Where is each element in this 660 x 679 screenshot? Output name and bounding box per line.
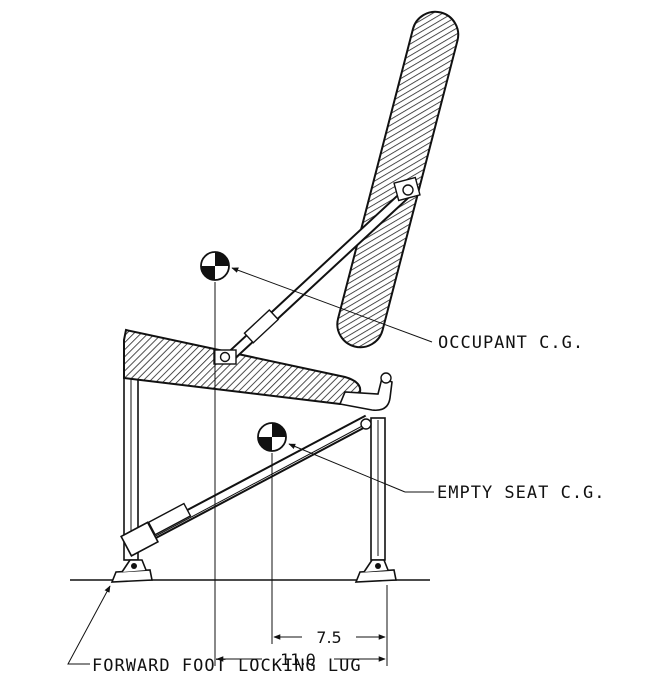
back-support-strut	[213, 176, 421, 365]
empty-seat-cg-label: EMPTY SEAT C.G.	[437, 483, 606, 503]
forward-foot-lug	[110, 559, 153, 583]
occupant-cg-label: OCCUPANT C.G.	[438, 333, 584, 353]
occupant-cg-leader	[231, 267, 433, 343]
seat-back	[336, 10, 460, 349]
forward-foot-lug-leader	[67, 585, 111, 665]
diagonal-brace	[120, 414, 372, 557]
rear-leg	[370, 417, 386, 561]
occupant-cg-symbol	[200, 251, 230, 281]
hinge-bracket	[338, 376, 393, 412]
empty-seat-cg-symbol	[257, 422, 287, 452]
dimension-7-5-label: 7.5	[316, 628, 341, 647]
dimension-empty-seat-cg: 7.5	[273, 628, 386, 647]
dimension-occupant-cg: 11.0	[216, 650, 386, 669]
dimension-11-0-label: 11.0	[280, 650, 316, 669]
forward-foot-locking-lug-label: FORWARD FOOT LOCKING LUG	[92, 656, 362, 676]
rear-foot-lug	[354, 559, 397, 583]
empty-seat-cg-leader	[288, 443, 406, 493]
